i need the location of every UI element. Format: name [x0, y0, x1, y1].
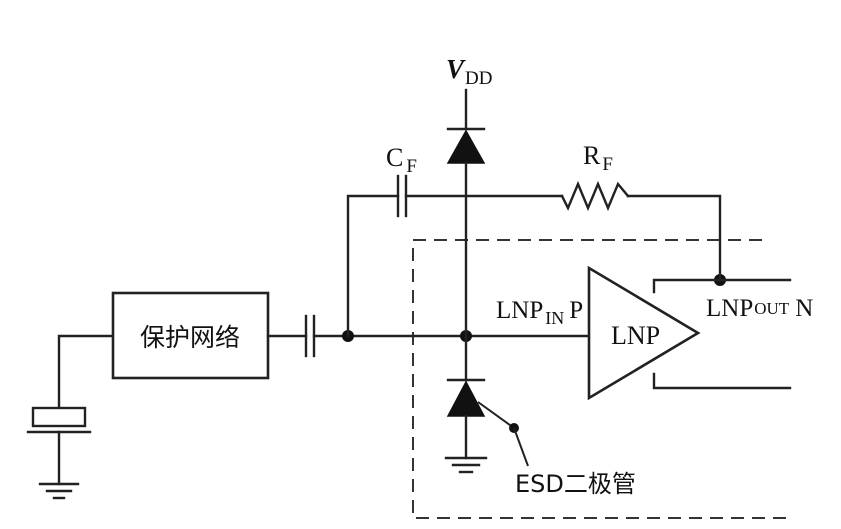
ground-symbol-esd: [444, 456, 488, 474]
esd-pointer: [477, 401, 529, 467]
vdd-label: VDD: [446, 54, 492, 89]
protection-network-block: 保护网络: [111, 291, 270, 380]
lnp-amplifier: LNP: [587, 265, 701, 401]
feedback-resistor-rf: [560, 180, 722, 282]
output-wires: [652, 278, 792, 390]
feedback-capacitor-cf: [346, 174, 564, 338]
coupling-capacitor: [266, 314, 591, 358]
lower-esd-diode: [446, 334, 486, 460]
upper-esd-diode: [446, 88, 486, 338]
chip-boundary: [412, 239, 790, 519]
amplifier-label: LNP: [611, 321, 660, 350]
esd-diode-label: ESD二极管: [515, 470, 636, 498]
antenna-component: [26, 334, 115, 486]
ground-symbol-antenna: [38, 482, 80, 500]
protection-network-label: 保护网络: [140, 323, 240, 352]
